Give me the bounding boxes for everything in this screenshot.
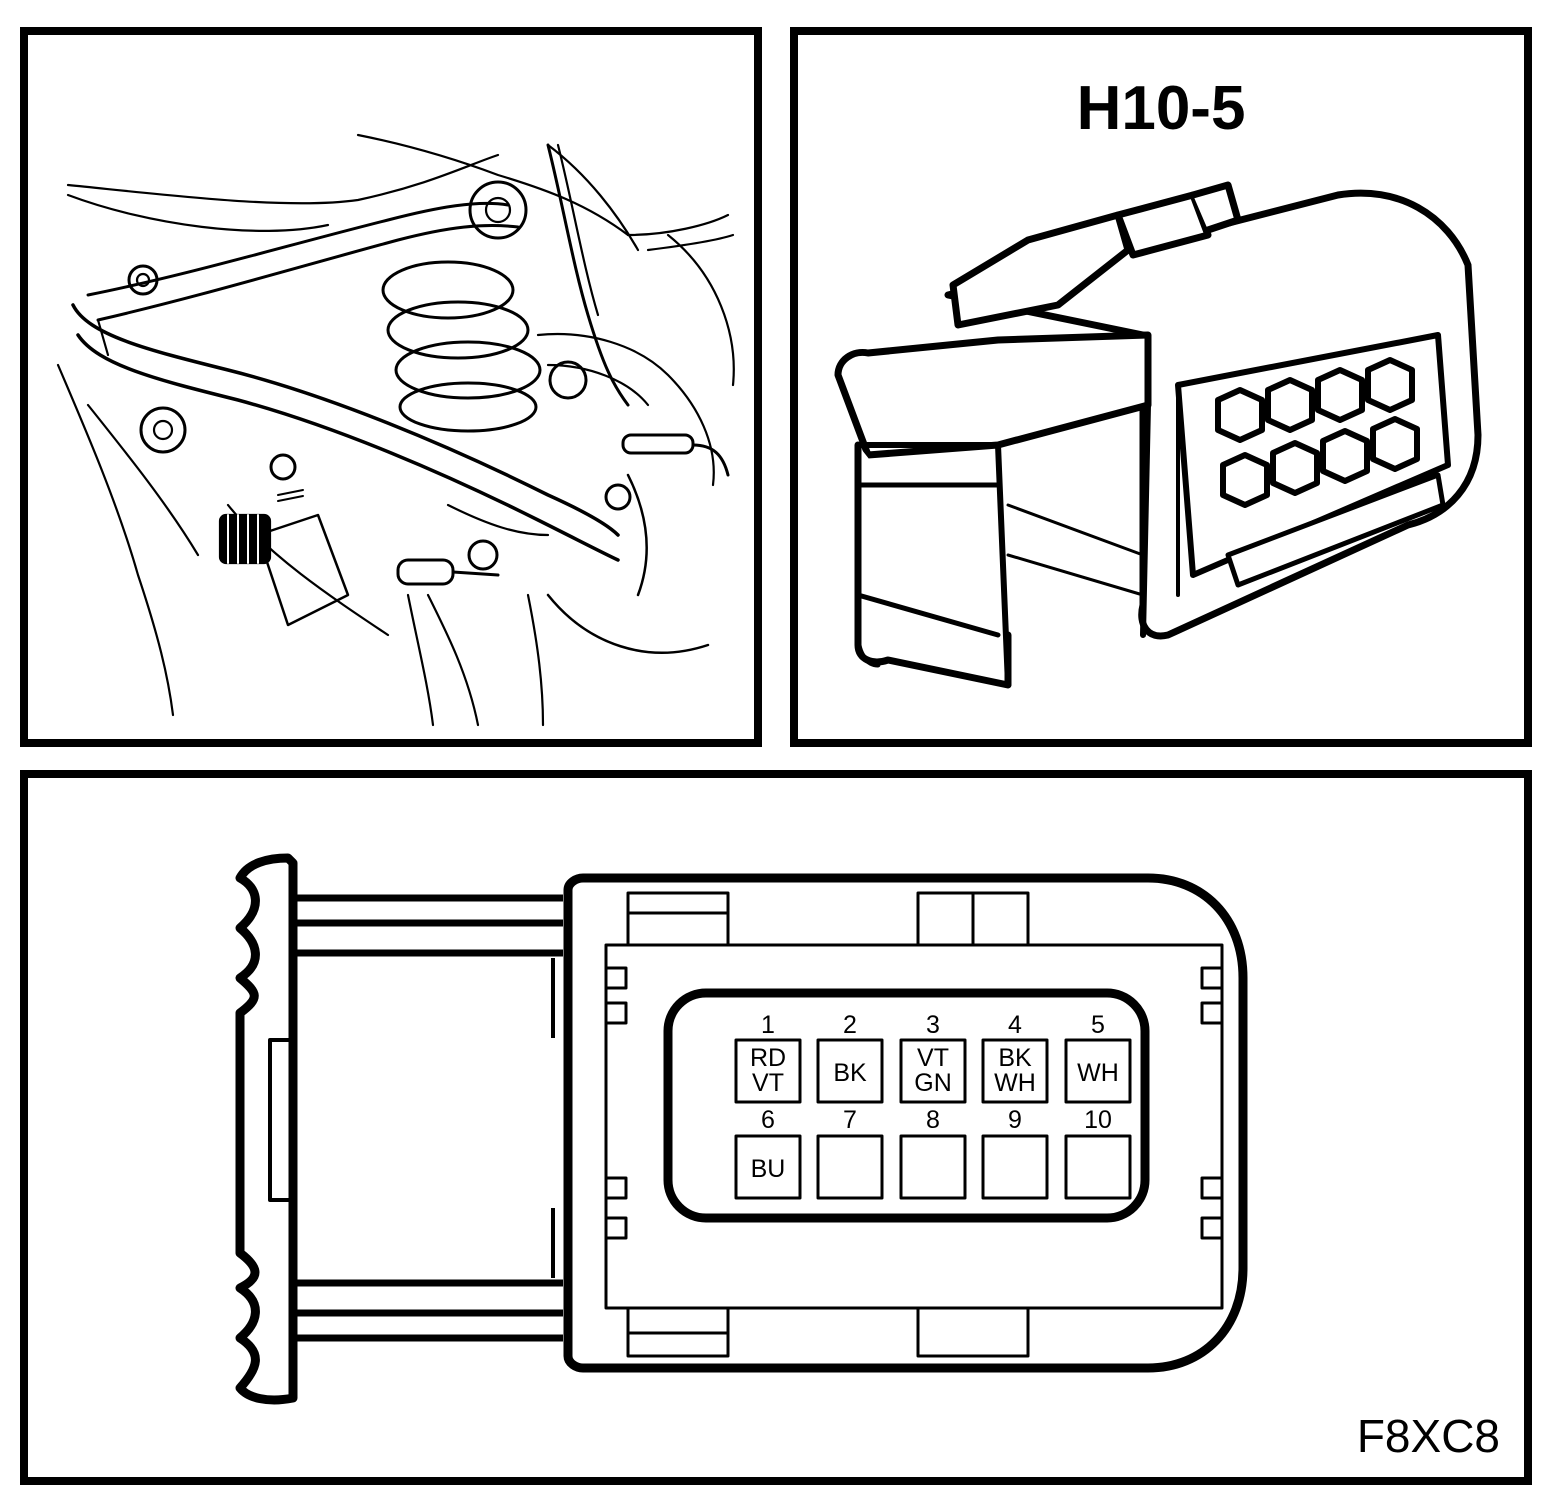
pin-wire-color: BU [751, 1155, 786, 1183]
pin-number: 7 [843, 1106, 857, 1134]
pin-number: 8 [926, 1106, 940, 1134]
connector-3d-drawing [834, 181, 1482, 689]
pin-number: 10 [1084, 1106, 1112, 1134]
pin-cavity [816, 1038, 884, 1104]
pin-wire-color: VT [917, 1044, 949, 1072]
pin-wire-color: WH [994, 1069, 1036, 1097]
pin-cavity [899, 1134, 967, 1200]
pin-cavity [981, 1134, 1049, 1200]
figure-code: F8XC8 [1356, 1410, 1500, 1462]
pin-cavity [734, 1038, 802, 1104]
pin-number: 9 [1008, 1106, 1022, 1134]
pin-cavity [816, 1134, 884, 1200]
pin-cavity [1064, 1038, 1132, 1104]
pin-cavity [1064, 1134, 1132, 1200]
pin-wire-color: WH [1077, 1059, 1119, 1087]
pin-number: 3 [926, 1011, 940, 1039]
pin-cavity [734, 1134, 802, 1200]
pin-wire-color: RD [750, 1044, 786, 1072]
pin-number: 1 [761, 1011, 775, 1039]
pin-wire-color: VT [752, 1069, 784, 1097]
pin-number: 5 [1091, 1011, 1105, 1039]
pin-number: 2 [843, 1011, 857, 1039]
connector-id-title: H10-5 [1076, 74, 1246, 143]
pin-wire-color: BK [833, 1059, 867, 1087]
pin-wire-color: BK [998, 1044, 1032, 1072]
pin-number: 4 [1008, 1011, 1022, 1039]
pin-wire-color: GN [914, 1069, 952, 1097]
suspension-location-drawing [56, 133, 735, 727]
location-panel [20, 27, 762, 747]
pin-number: 6 [761, 1106, 775, 1134]
pin-cavity [899, 1038, 967, 1104]
connector-panel: H10-5 [790, 27, 1532, 747]
pin-cavity [981, 1038, 1049, 1104]
